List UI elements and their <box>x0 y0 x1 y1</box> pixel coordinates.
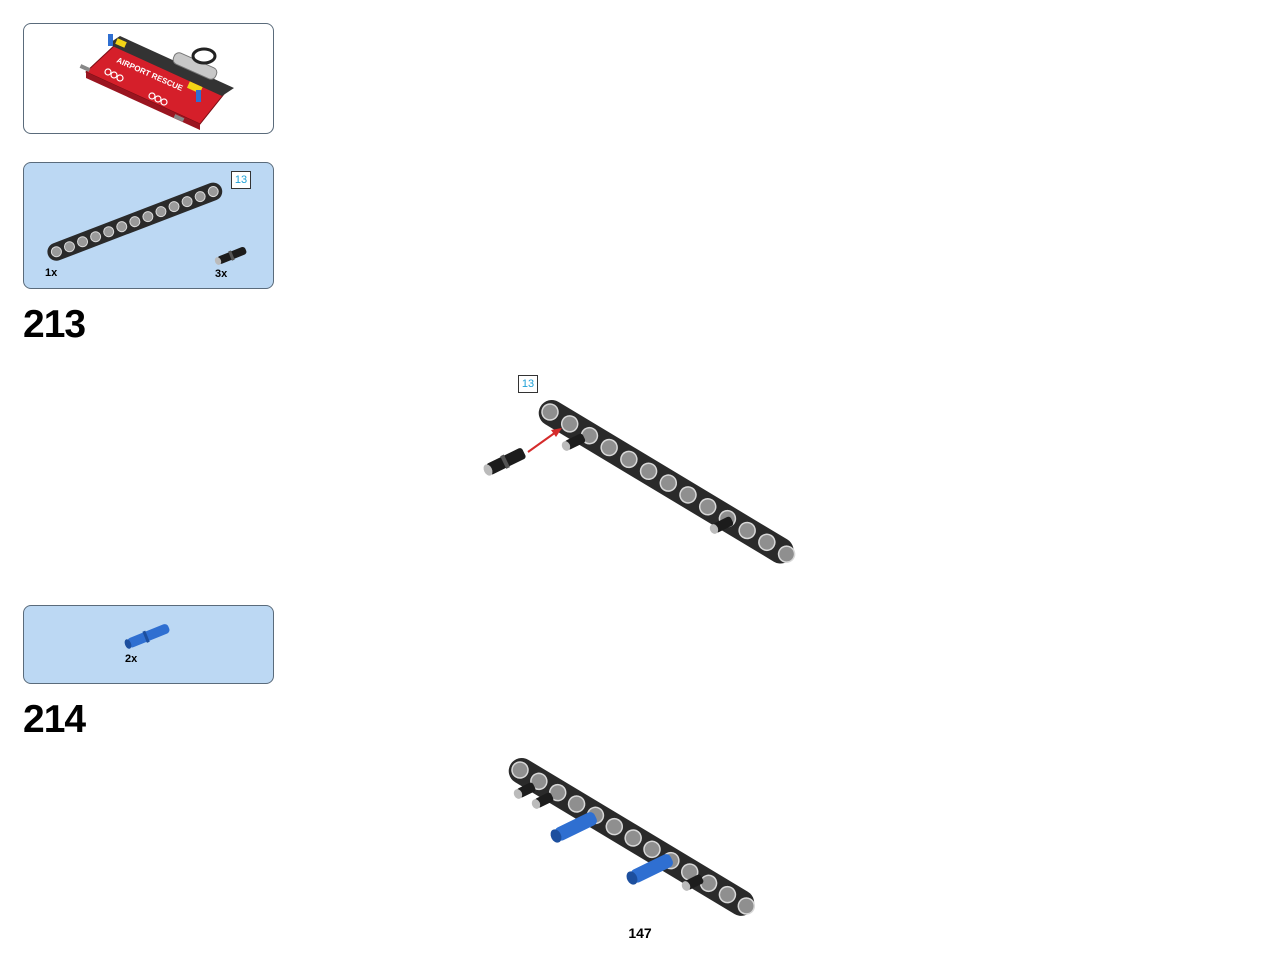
friction-pin-icon <box>214 246 247 265</box>
beam-quantity: 1x <box>45 267 58 279</box>
red-frame-illustration: AIRPORT RESCUE <box>79 34 234 130</box>
beam-13-icon <box>47 182 223 261</box>
parts-callout-step-213: 13 1x 3x <box>23 162 274 289</box>
length-indicator-badge: 13 <box>231 171 251 189</box>
length-indicator-badge-main: 13 <box>518 375 538 393</box>
blue-axle-pin-icon <box>124 624 170 649</box>
blue-pin-quantity: 2x <box>125 653 138 665</box>
blue-pin-installed <box>626 854 673 885</box>
submodel-preview-box: AIRPORT RESCUE <box>23 23 274 134</box>
parts-callout-step-214: 2x <box>23 605 274 684</box>
pin-quantity: 3x <box>215 268 228 280</box>
step-number-213: 213 <box>23 303 86 346</box>
blue-pin-installed <box>550 812 597 843</box>
page-number: 147 <box>628 925 652 941</box>
step-number-214: 214 <box>23 698 86 741</box>
